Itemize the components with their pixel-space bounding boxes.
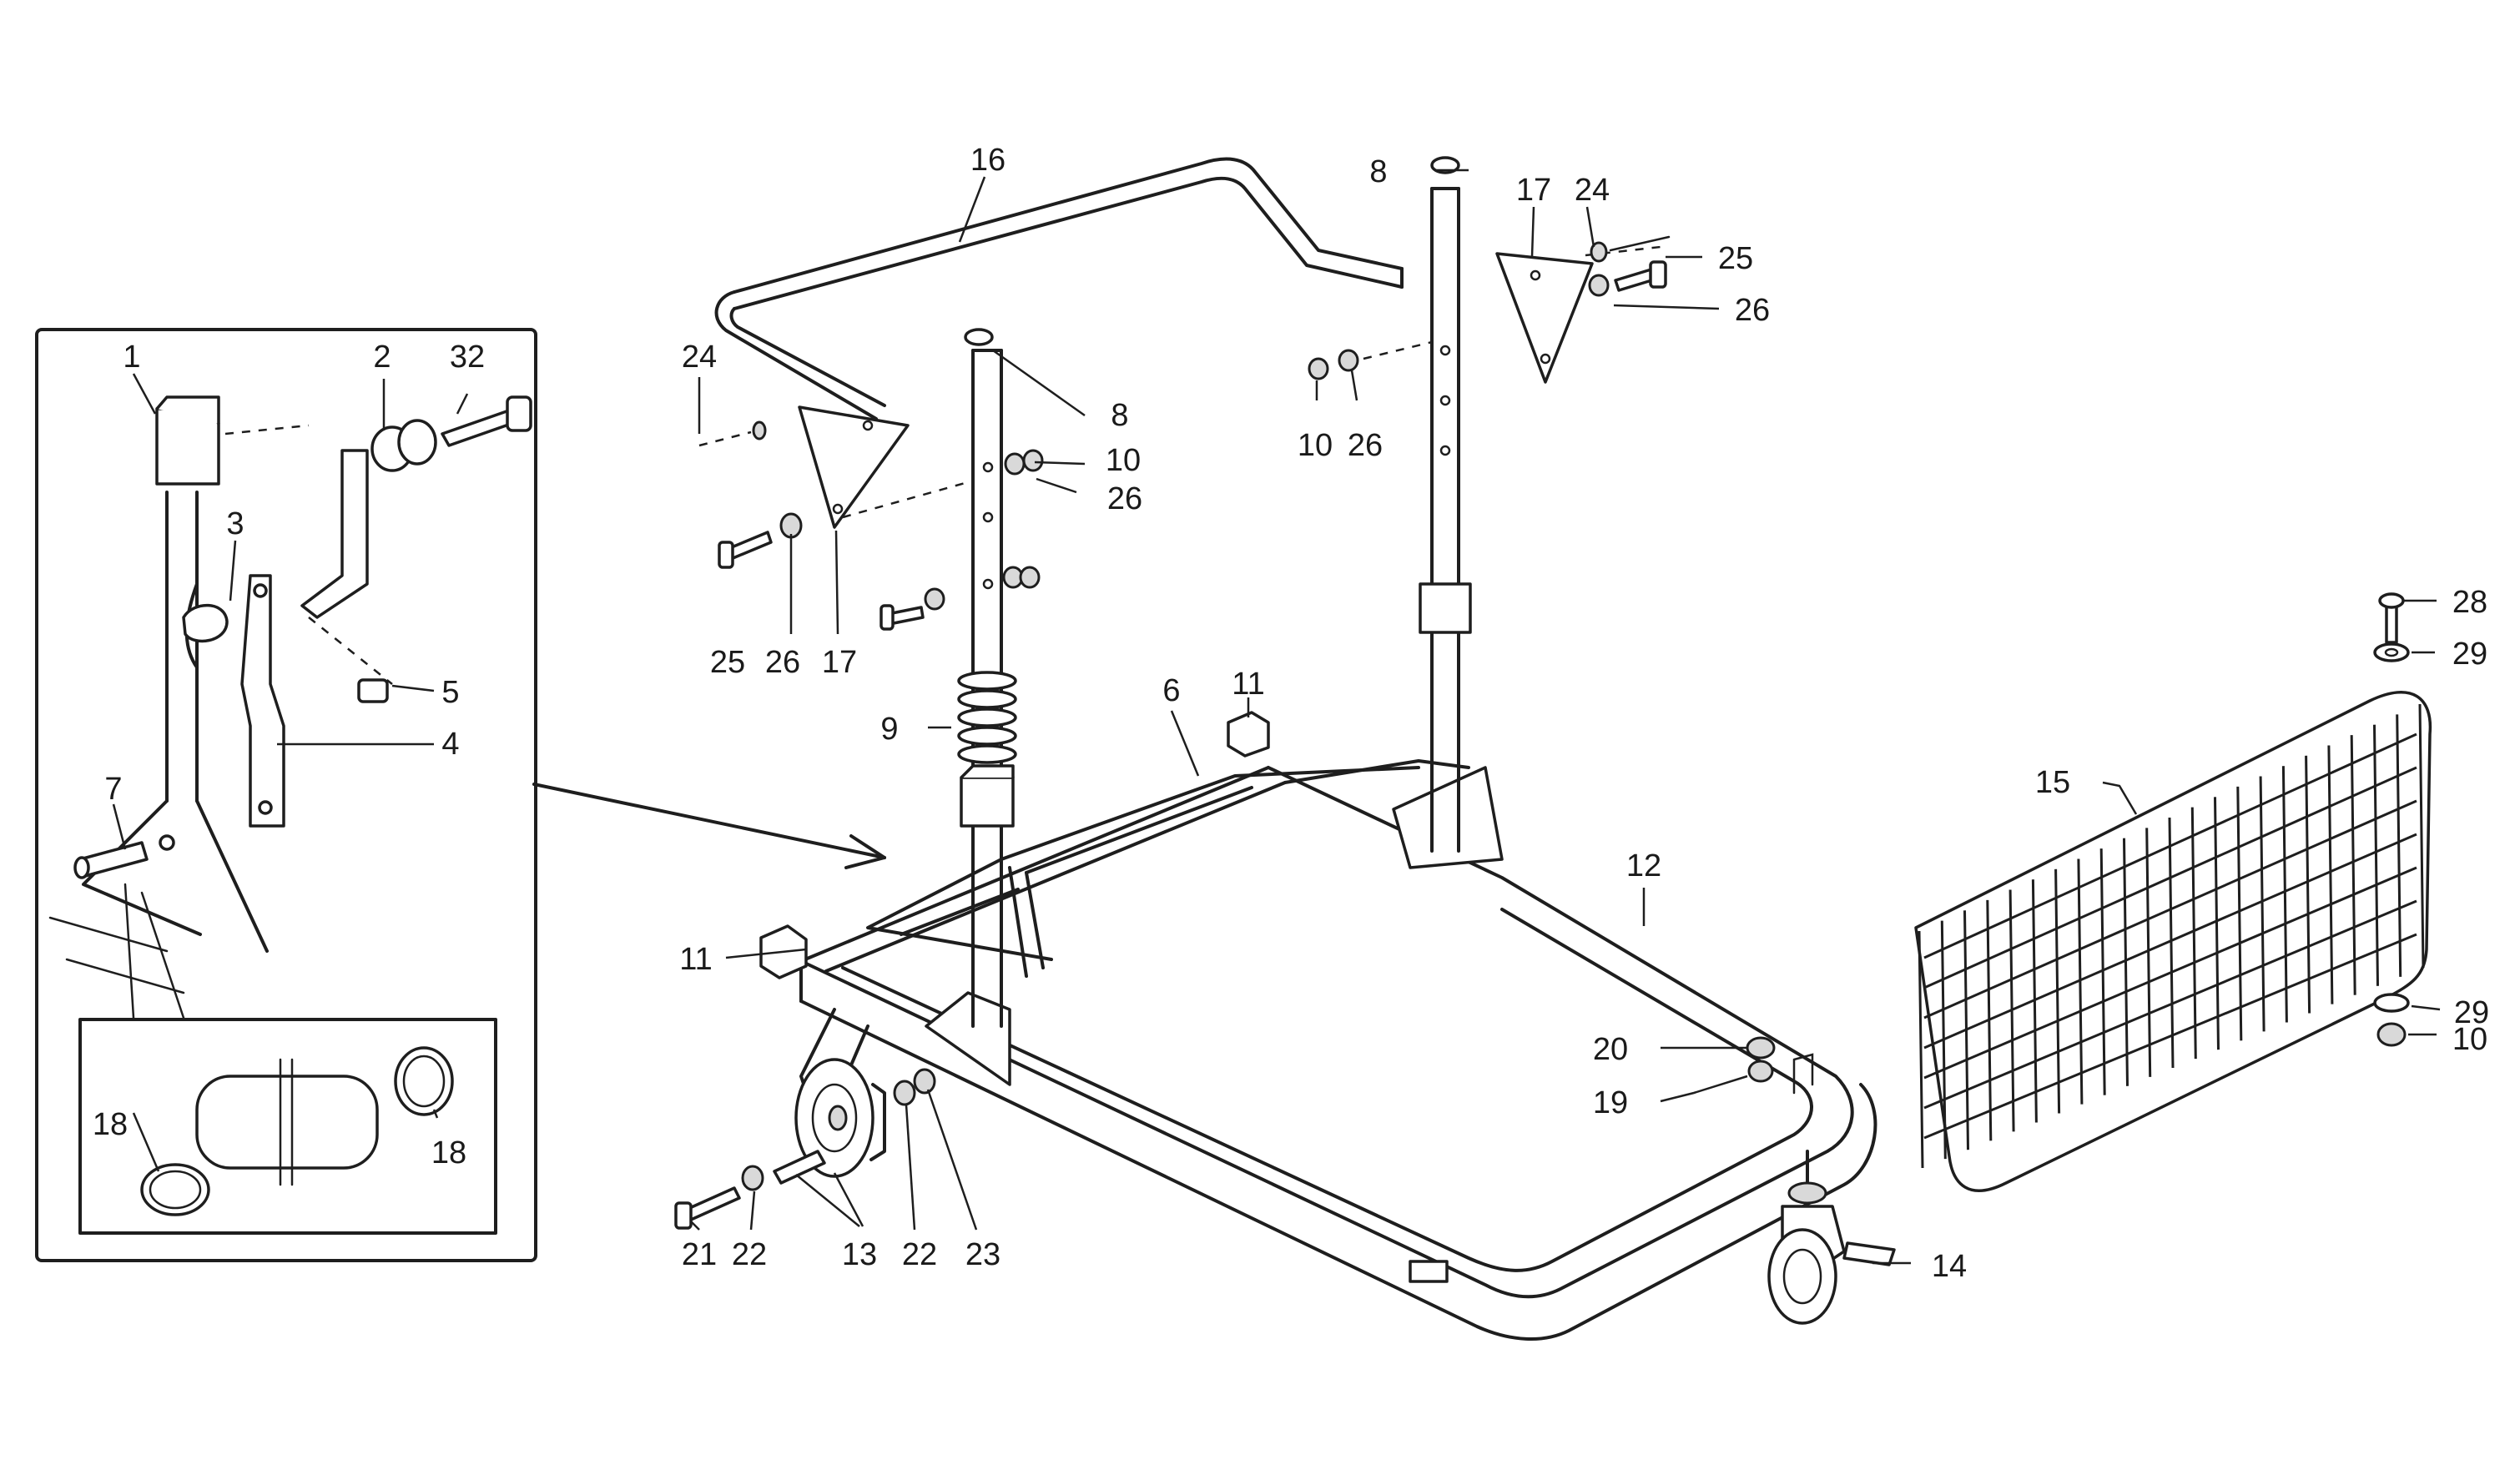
right-upright-clamp bbox=[1419, 582, 1472, 634]
fasteners-left-upright bbox=[698, 420, 1044, 631]
callout-19: 19 bbox=[1593, 1085, 1628, 1120]
cart-rear-leg-brackets bbox=[799, 766, 1504, 1128]
callout-23: 23 bbox=[965, 1237, 1000, 1272]
callout-15: 15 bbox=[2035, 765, 2070, 800]
callout-1: 1 bbox=[123, 340, 140, 375]
callout-20: 20 bbox=[1593, 1032, 1628, 1067]
callout-25-left: 25 bbox=[710, 645, 745, 680]
callout-29-top: 29 bbox=[2452, 637, 2487, 672]
callout-8-left: 8 bbox=[1111, 398, 1128, 433]
callout-25-right: 25 bbox=[1718, 241, 1753, 276]
inset-cap-part-1 bbox=[155, 395, 310, 486]
inset-bracket-part-2 bbox=[300, 419, 437, 619]
callout-21: 21 bbox=[682, 1237, 717, 1272]
right-upright-column bbox=[1419, 187, 1472, 853]
callout-22-right: 22 bbox=[902, 1237, 937, 1272]
callout-18-right: 18 bbox=[431, 1135, 466, 1170]
inset-knob-part-3 bbox=[182, 603, 229, 643]
callout-26-right-upright: 26 bbox=[1348, 428, 1383, 463]
wire-basket-part-15 bbox=[1914, 691, 2432, 1192]
inset-pointer-arrow bbox=[532, 783, 886, 869]
end-block-rear-part-11 bbox=[1227, 711, 1270, 758]
callout-16: 16 bbox=[970, 143, 1005, 178]
frame-nut-washer bbox=[1746, 1036, 1814, 1095]
callout-10-right-upright: 10 bbox=[1298, 428, 1333, 463]
gusset-plate-right-part-17 bbox=[1495, 252, 1594, 384]
callout-32: 32 bbox=[450, 340, 485, 375]
callout-28: 28 bbox=[2452, 585, 2487, 620]
upright-cap-right-part-8 bbox=[1430, 156, 1460, 174]
callout-24-right: 24 bbox=[1575, 173, 1610, 208]
left-upright-column bbox=[960, 349, 1015, 1028]
callout-11-front: 11 bbox=[679, 942, 712, 977]
spring-part-9 bbox=[957, 671, 1017, 764]
callout-7: 7 bbox=[104, 772, 122, 807]
frame-rail-part-6 bbox=[866, 766, 1420, 978]
inset-clip-right bbox=[394, 1046, 454, 1116]
callout-4: 4 bbox=[441, 727, 459, 762]
callout-3: 3 bbox=[226, 506, 244, 541]
leader-lines bbox=[112, 169, 2441, 1265]
inset-upright-column bbox=[48, 491, 269, 994]
inset-frame bbox=[35, 328, 537, 1262]
gusset-plate-left-part-17 bbox=[798, 405, 910, 529]
callout-24-left: 24 bbox=[682, 340, 717, 375]
callout-14: 14 bbox=[1932, 1249, 1967, 1284]
cart-base-frame bbox=[799, 759, 1877, 1342]
callout-26-left-upright: 26 bbox=[1107, 481, 1142, 516]
inset-roller-tube bbox=[195, 1058, 379, 1186]
detail-inset bbox=[35, 328, 537, 1262]
fasteners-right-upright bbox=[1308, 235, 1671, 380]
callout-6: 6 bbox=[1162, 673, 1180, 708]
callout-10-left: 10 bbox=[1106, 443, 1141, 478]
callout-8-right: 8 bbox=[1369, 154, 1387, 189]
front-wheel-part-13 bbox=[794, 1058, 886, 1178]
callout-17-left: 17 bbox=[822, 645, 857, 680]
front-axle-fasteners bbox=[674, 1068, 936, 1230]
callout-29-bottom: 29 bbox=[2454, 995, 2489, 1030]
callout-5: 5 bbox=[441, 675, 459, 710]
inset-screw-part-5 bbox=[308, 617, 393, 703]
callout-17-right: 17 bbox=[1516, 173, 1551, 208]
callout-26-right-plate: 26 bbox=[1735, 293, 1770, 328]
callout-18-left: 18 bbox=[93, 1107, 128, 1142]
inset-pin-part-7 bbox=[73, 834, 175, 879]
callout-13: 13 bbox=[842, 1237, 877, 1272]
upright-cap-left-part-8 bbox=[964, 328, 994, 346]
callout-2: 2 bbox=[373, 340, 391, 375]
callout-labels: 1 2 32 3 5 4 7 18 18 16 8 10 26 24 25 26… bbox=[93, 143, 2489, 1284]
inset-bolt-part-32 bbox=[441, 395, 532, 447]
caster-wheel-part-14 bbox=[1767, 1150, 1896, 1325]
inset-clip-left bbox=[140, 1163, 210, 1216]
callout-9: 9 bbox=[880, 712, 898, 747]
inset-lever-part-4 bbox=[240, 574, 285, 828]
callout-10-basket: 10 bbox=[2452, 1022, 2487, 1057]
callout-11-rear: 11 bbox=[1232, 667, 1264, 702]
callout-22-left: 22 bbox=[732, 1237, 767, 1272]
frame-end-cap bbox=[1409, 1260, 1449, 1283]
inset-sub-detail bbox=[78, 883, 497, 1235]
handle-bar-part-16 bbox=[714, 157, 1404, 420]
basket-fasteners bbox=[2373, 592, 2410, 1047]
callout-26-left-plate: 26 bbox=[765, 645, 800, 680]
callout-12: 12 bbox=[1626, 848, 1661, 883]
